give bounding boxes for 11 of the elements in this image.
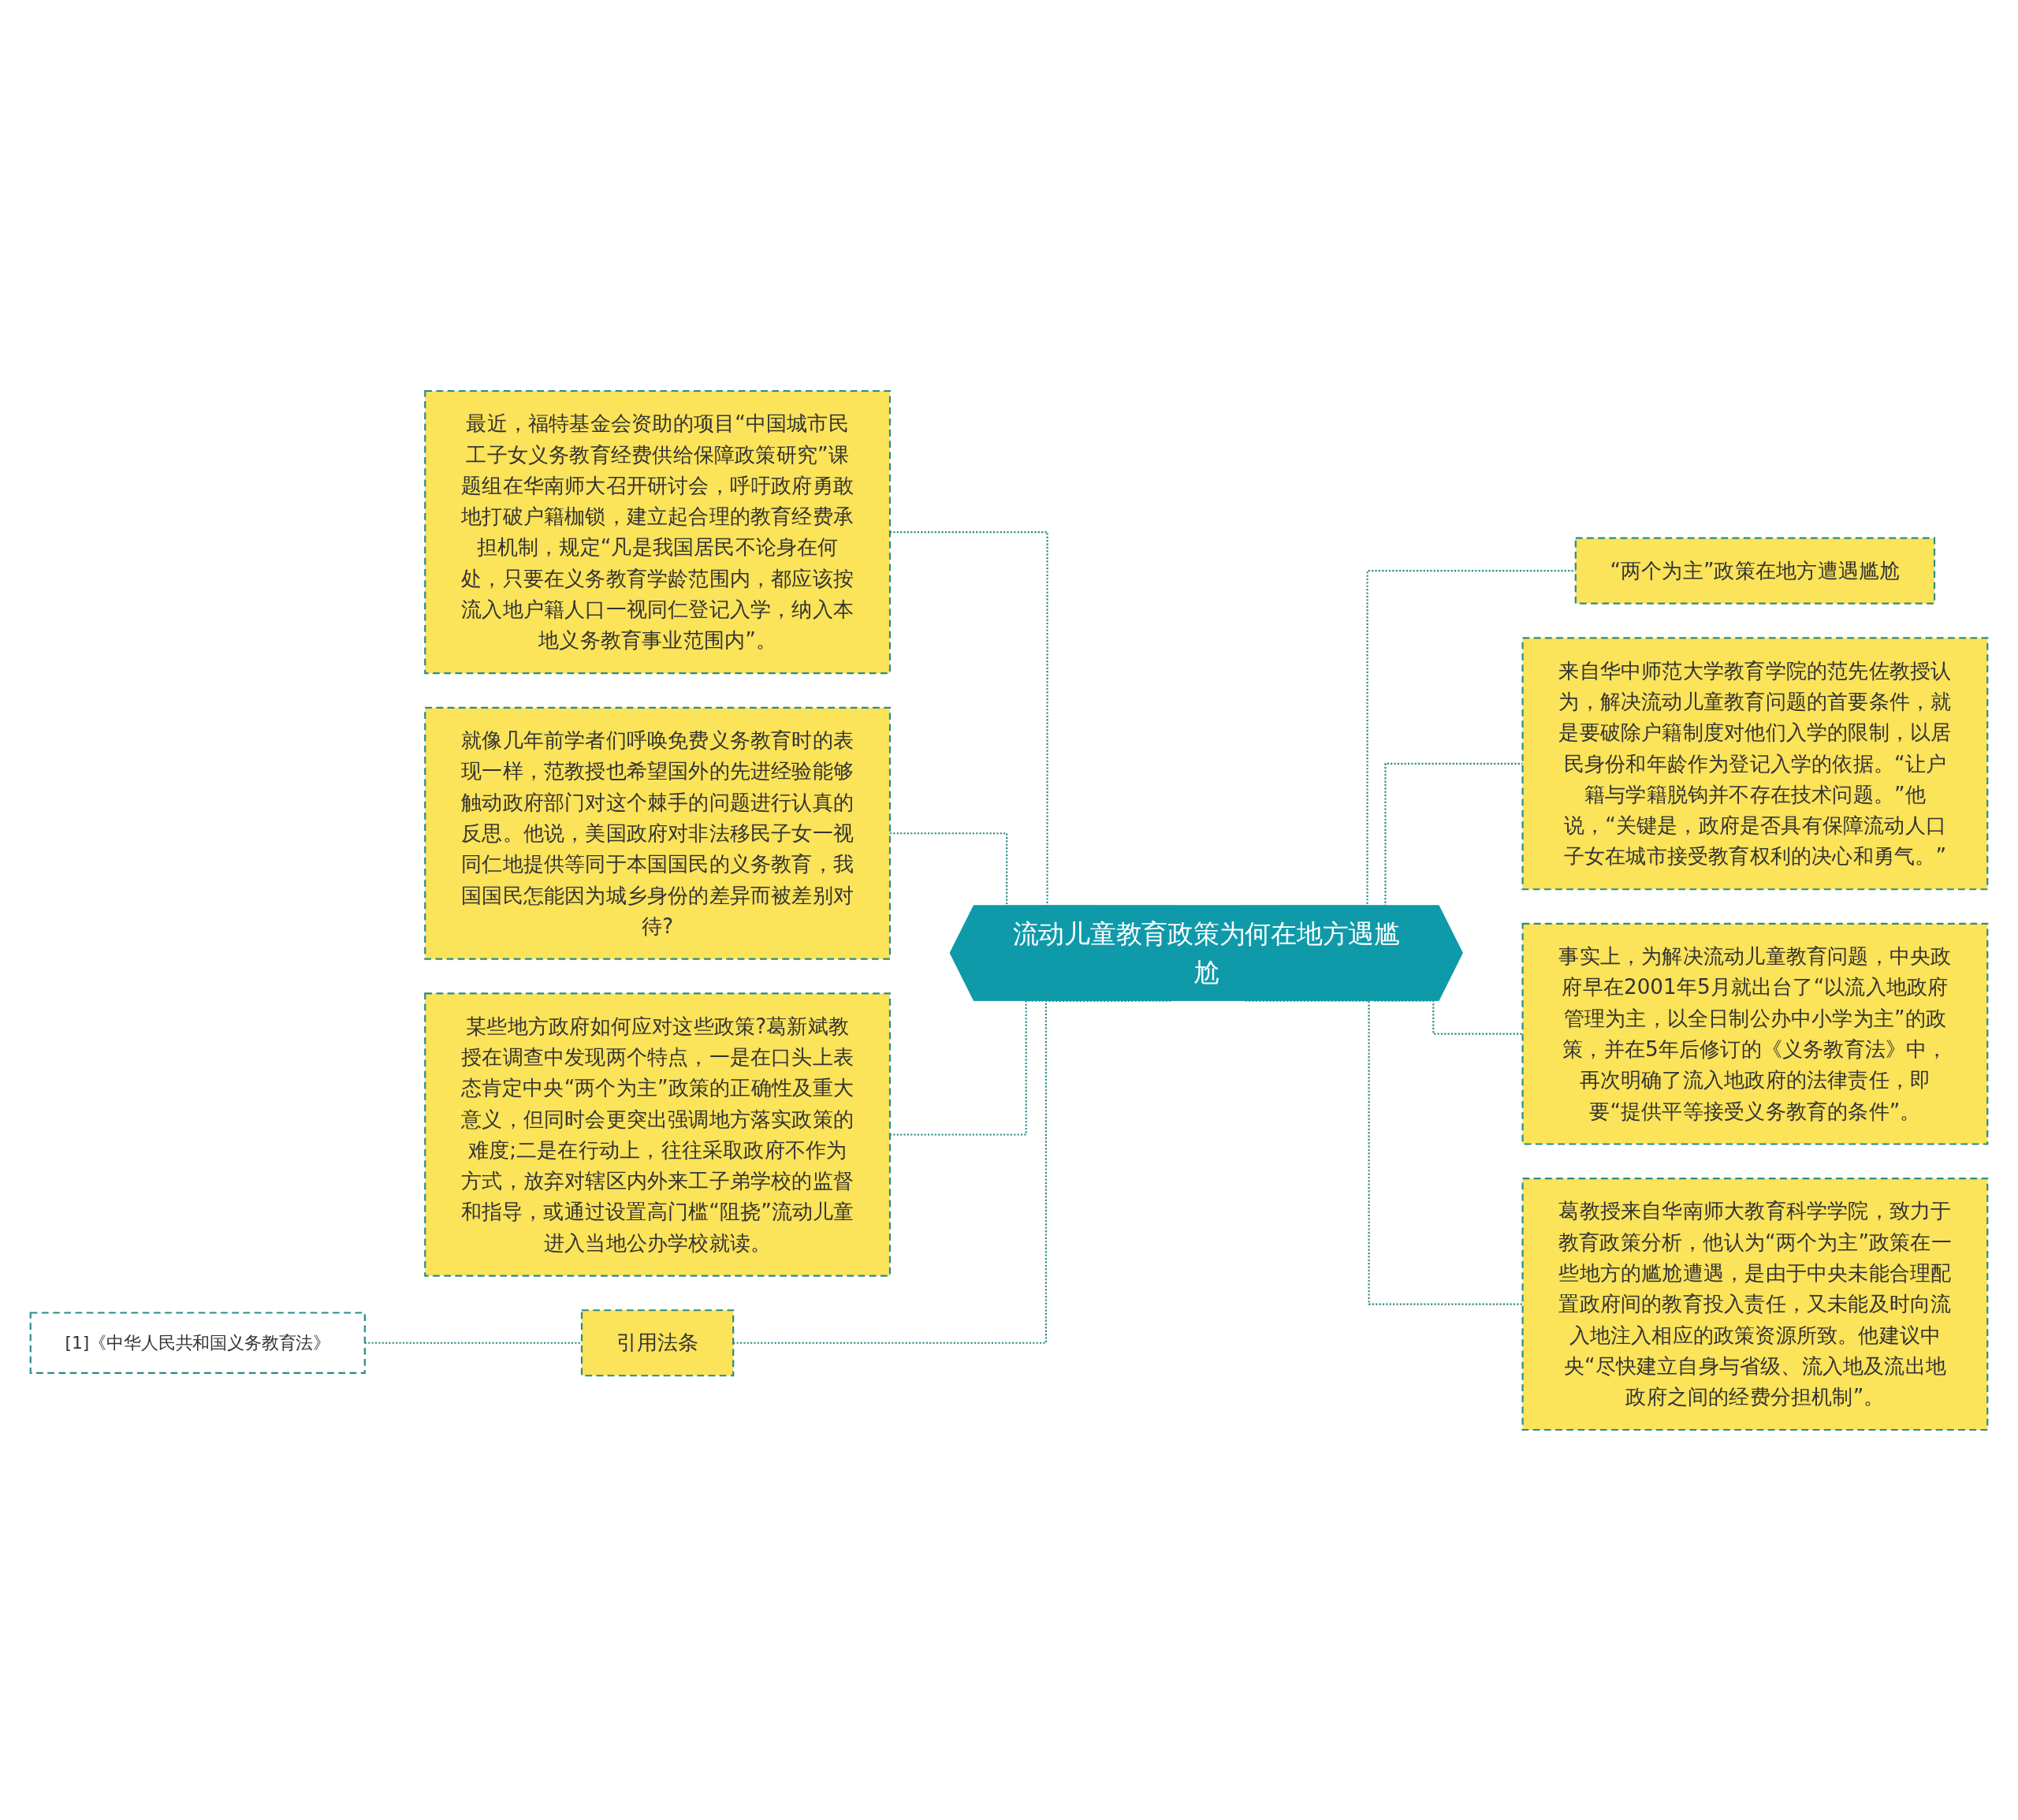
node-box: 某些地方政府如何应对这些政策?葛新斌教授在调查中发现两个特点，一是在口头上表态肯定中央“两个为主”政策的正确性及重大意义，但同时会更突出强调地方落实政策的难度;二是在行动上，往往采取政府不作为方式，放弃对辖区内外来工子弟学校的监督和指导，或通过设置高门槛“阻挠”流动儿童进入当地公办学校就读。 bbox=[424, 992, 892, 1277]
node-box: 事实上，为解决流动儿童教育问题，中央政府早在2001年5月就出台了“以流入地政府管理为主，以全日制公办中小学为主”的政策，并在5年后修订的《义务教育法》中，再次明确了流入地政府的法律责任，即要“提供平等接受义务教育的条件”。 bbox=[1521, 922, 1989, 1145]
node-box: 引用法条 bbox=[580, 1308, 735, 1376]
node-box: “两个为主”政策在地方遭遇尴尬 bbox=[1574, 537, 1936, 605]
node-box: [1]《中华人民共和国义务教育法》 bbox=[29, 1311, 366, 1374]
connector bbox=[1245, 999, 1523, 1305]
node-box: 就像几年前学者们呼唤免费义务教育时的表现一样，范教授也希望国外的先进经验能够触动政府部门对这个棘手的问题进行认真的反思。他说，美国政府对非法移民子女一视同仁地提供等同于本国国民的义务教育，我国国民怎能因为城乡身份的差异而被差别对待? bbox=[424, 706, 892, 960]
connector bbox=[1374, 999, 1523, 1035]
node-box: 葛教授来自华南师大教育科学学院，致力于教育政策分析，他认为“两个为主”政策在一些地方的尴尬遭遇，是由于中央未能合理配置政府间的教育投入责任，又未能及时向流入地注入相应的政策资源所致。他建议中央“尽快建立自身与省级、流入地及流出地政府之间的经费分担机制”。 bbox=[1521, 1177, 1989, 1431]
node-box: 来自华中师范大学教育学院的范先佐教授认为，解决流动儿童教育问题的首要条件，就是要破除户籍制度对他们入学的限制，以居民身份和年龄作为登记入学的依据。“让户籍与学籍脱钩并不存在技术问题。”他说，“关键是，政府是否具有保障流动人口子女在城市接受教育权利的决心和勇气。” bbox=[1521, 636, 1989, 890]
node-box: 最近，福特基金会资助的项目“中国城市民工子女义务教育经费供给保障政策研究”课题组在华南师大召开研讨会，呼吁政府勇敢地打破户籍枷锁，建立起合理的教育经费承担机制，规定“凡是我国居民不论身在何处，只要在义务教育学龄范围内，都应该按流入地户籍人口一视同仁登记入学，纳入本地义务教育事业范围内”。 bbox=[424, 389, 892, 674]
